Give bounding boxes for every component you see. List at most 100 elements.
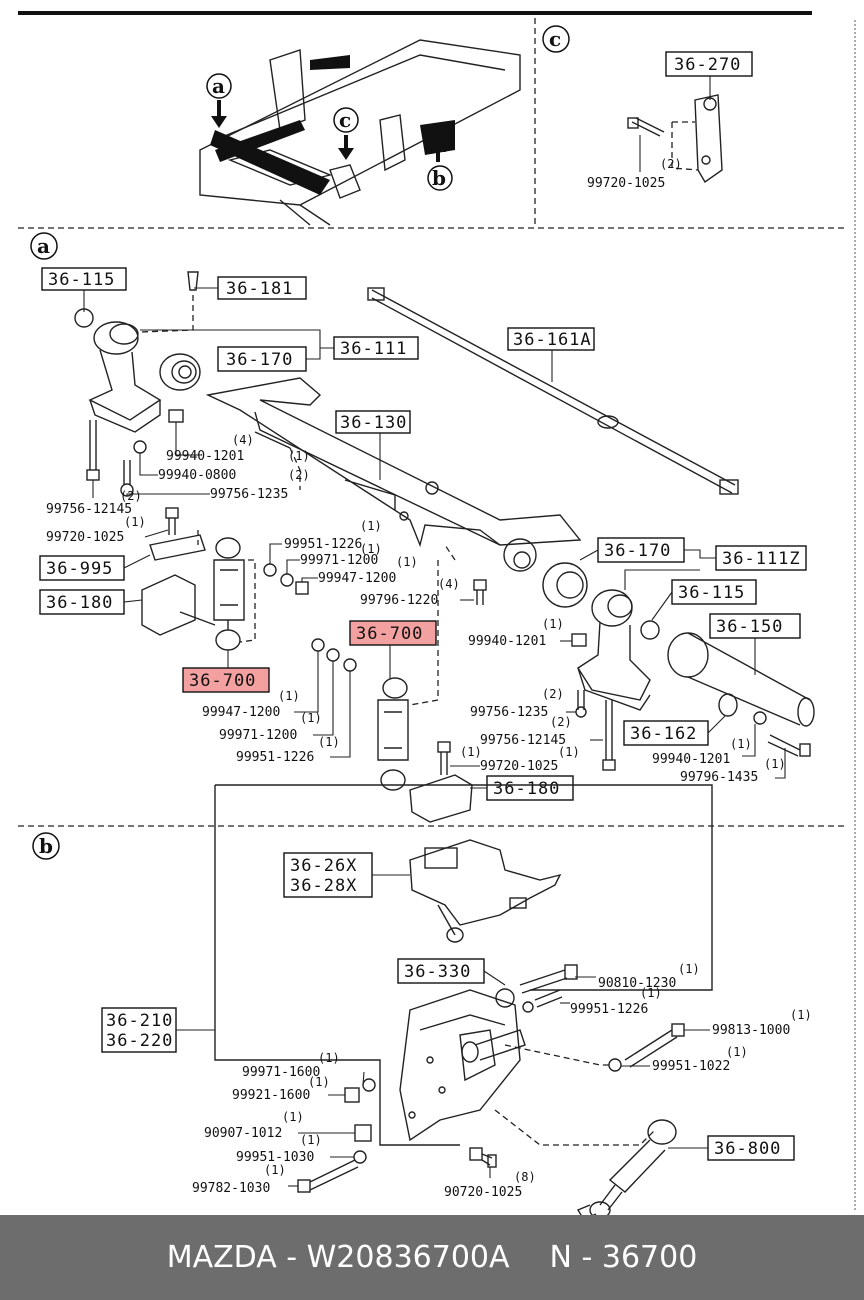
svg-text:99940-0800: 99940-0800 <box>158 468 236 483</box>
svg-text:99951-1226: 99951-1226 <box>284 537 362 552</box>
stabilizer-rod <box>367 287 739 495</box>
box-36-161a[interactable]: 36-161A <box>507 327 595 351</box>
svg-text:36-162: 36-162 <box>630 724 697 744</box>
svg-text:(2): (2) <box>660 157 682 171</box>
svg-text:(1): (1) <box>318 1051 340 1065</box>
box-36-800[interactable]: 36-800 <box>707 1135 795 1161</box>
nut-99947-1200-lower <box>311 638 325 652</box>
svg-text:36-270: 36-270 <box>674 55 741 75</box>
svg-text:99813-1000: 99813-1000 <box>712 1023 790 1038</box>
washer-99951-1226-upper <box>263 563 277 577</box>
box-36-170-left[interactable]: 36-170 <box>217 346 307 372</box>
bolt-99756-12145-left <box>86 420 100 481</box>
svg-text:(4): (4) <box>438 577 460 591</box>
bolt-99720-1025-left <box>165 507 179 535</box>
svg-text:36-180: 36-180 <box>46 593 113 613</box>
box-36-26x-28x[interactable]: 36-26X 36-28X <box>283 852 373 898</box>
svg-text:(1): (1) <box>764 757 786 771</box>
svg-text:36-700: 36-700 <box>189 671 256 691</box>
washer-99951-1022 <box>608 1058 622 1072</box>
box-36-330[interactable]: 36-330 <box>397 958 485 984</box>
damper-36-800 <box>576 1119 677 1221</box>
svg-text:99720-1025: 99720-1025 <box>587 176 665 191</box>
box-36-162[interactable]: 36-162 <box>623 720 709 746</box>
nut-90907-1012 <box>354 1124 372 1142</box>
bushing-ring-right <box>640 620 660 640</box>
section-b-marker: b <box>32 832 60 860</box>
nut-99940-1201-center <box>571 633 587 647</box>
box-36-111z[interactable]: 36-111Z <box>715 545 807 571</box>
svg-text:99947-1200: 99947-1200 <box>318 571 396 586</box>
svg-text:36-170: 36-170 <box>226 350 293 370</box>
box-36-150[interactable]: 36-150 <box>709 613 801 639</box>
svg-text:(1): (1) <box>730 737 752 751</box>
bolt-4 <box>254 431 291 449</box>
box-36-700-mid[interactable]: 36-700 <box>349 620 437 646</box>
box-36-170-right[interactable]: 36-170 <box>597 537 685 563</box>
box-36-181[interactable]: 36-181 <box>217 276 307 300</box>
svg-text:99971-1600: 99971-1600 <box>242 1065 320 1080</box>
svg-text:36-115: 36-115 <box>48 270 115 290</box>
bushing-36-170-right <box>503 538 588 608</box>
washer-99971-1200-upper <box>280 573 294 587</box>
svg-text:a: a <box>212 74 225 98</box>
svg-text:(8): (8) <box>514 1170 536 1184</box>
box-36-210-220[interactable]: 36-210 36-220 <box>101 1007 177 1053</box>
bracket-36-270 <box>671 94 723 184</box>
svg-text:36-220: 36-220 <box>106 1031 173 1051</box>
svg-text:99756-12145: 99756-12145 <box>480 733 566 748</box>
svg-text:(2): (2) <box>550 715 572 729</box>
box-36-130[interactable]: 36-130 <box>335 410 411 434</box>
svg-text:(1): (1) <box>460 745 482 759</box>
box-36-115-left[interactable]: 36-115 <box>41 267 127 291</box>
svg-text:36-26X: 36-26X <box>290 856 357 876</box>
svg-text:99720-1025: 99720-1025 <box>46 530 124 545</box>
svg-text:99940-1201: 99940-1201 <box>468 634 546 649</box>
section-a-marker: a <box>30 232 58 260</box>
svg-text:99971-1200: 99971-1200 <box>219 728 297 743</box>
svg-text:(1): (1) <box>124 515 146 529</box>
bushing-ring-left <box>74 308 94 328</box>
bolt-90810-1230 <box>519 964 578 994</box>
svg-text:(2): (2) <box>542 687 564 701</box>
svg-text:(1): (1) <box>318 735 340 749</box>
bracket-36-180-left <box>141 574 196 636</box>
svg-text:99756-1235: 99756-1235 <box>210 487 288 502</box>
box-36-180-right[interactable]: 36-180 <box>486 775 574 801</box>
box-36-270[interactable]: 36-270 <box>665 51 753 77</box>
svg-text:99782-1030: 99782-1030 <box>192 1181 270 1196</box>
box-36-111[interactable]: 36-111 <box>333 336 419 360</box>
box-36-700-left[interactable]: 36-700 <box>182 667 270 693</box>
svg-text:36-210: 36-210 <box>106 1011 173 1031</box>
box-36-180-left[interactable]: 36-180 <box>39 589 125 615</box>
svg-text:36-700: 36-700 <box>356 624 423 644</box>
svg-text:36-111Z: 36-111Z <box>722 549 801 569</box>
nut-99940-1201-right <box>753 711 767 725</box>
svg-text:90720-1025: 90720-1025 <box>444 1185 522 1200</box>
svg-text:90810-1230: 90810-1230 <box>598 976 676 991</box>
frame-overview <box>199 39 521 226</box>
svg-text:99796-1220: 99796-1220 <box>360 593 438 608</box>
box-36-995[interactable]: 36-995 <box>39 555 125 581</box>
svg-text:90907-1012: 90907-1012 <box>204 1126 282 1141</box>
box-36-115-right[interactable]: 36-115 <box>671 579 757 605</box>
group-bracket <box>215 784 713 991</box>
bushing-36-170-left <box>159 353 201 391</box>
svg-text:c: c <box>549 27 561 51</box>
part-number: N - 36700 <box>549 1240 698 1275</box>
svg-text:99796-1435: 99796-1435 <box>680 770 758 785</box>
callout-a-top: a <box>206 73 232 99</box>
svg-text:b: b <box>432 166 446 190</box>
svg-text:36-170: 36-170 <box>604 541 671 561</box>
crossmember-36-130 <box>205 377 582 548</box>
svg-text:36-115: 36-115 <box>678 583 745 603</box>
svg-text:99940-1201: 99940-1201 <box>166 449 244 464</box>
nut-99921-1600 <box>344 1087 360 1103</box>
svg-text:(4): (4) <box>232 433 254 447</box>
svg-text:99720-1025: 99720-1025 <box>480 759 558 774</box>
svg-text:99921-1600: 99921-1600 <box>232 1088 310 1103</box>
svg-text:(1): (1) <box>300 1133 322 1147</box>
svg-text:99947-1200: 99947-1200 <box>202 705 280 720</box>
washer-99951-1226-lower <box>343 658 357 672</box>
